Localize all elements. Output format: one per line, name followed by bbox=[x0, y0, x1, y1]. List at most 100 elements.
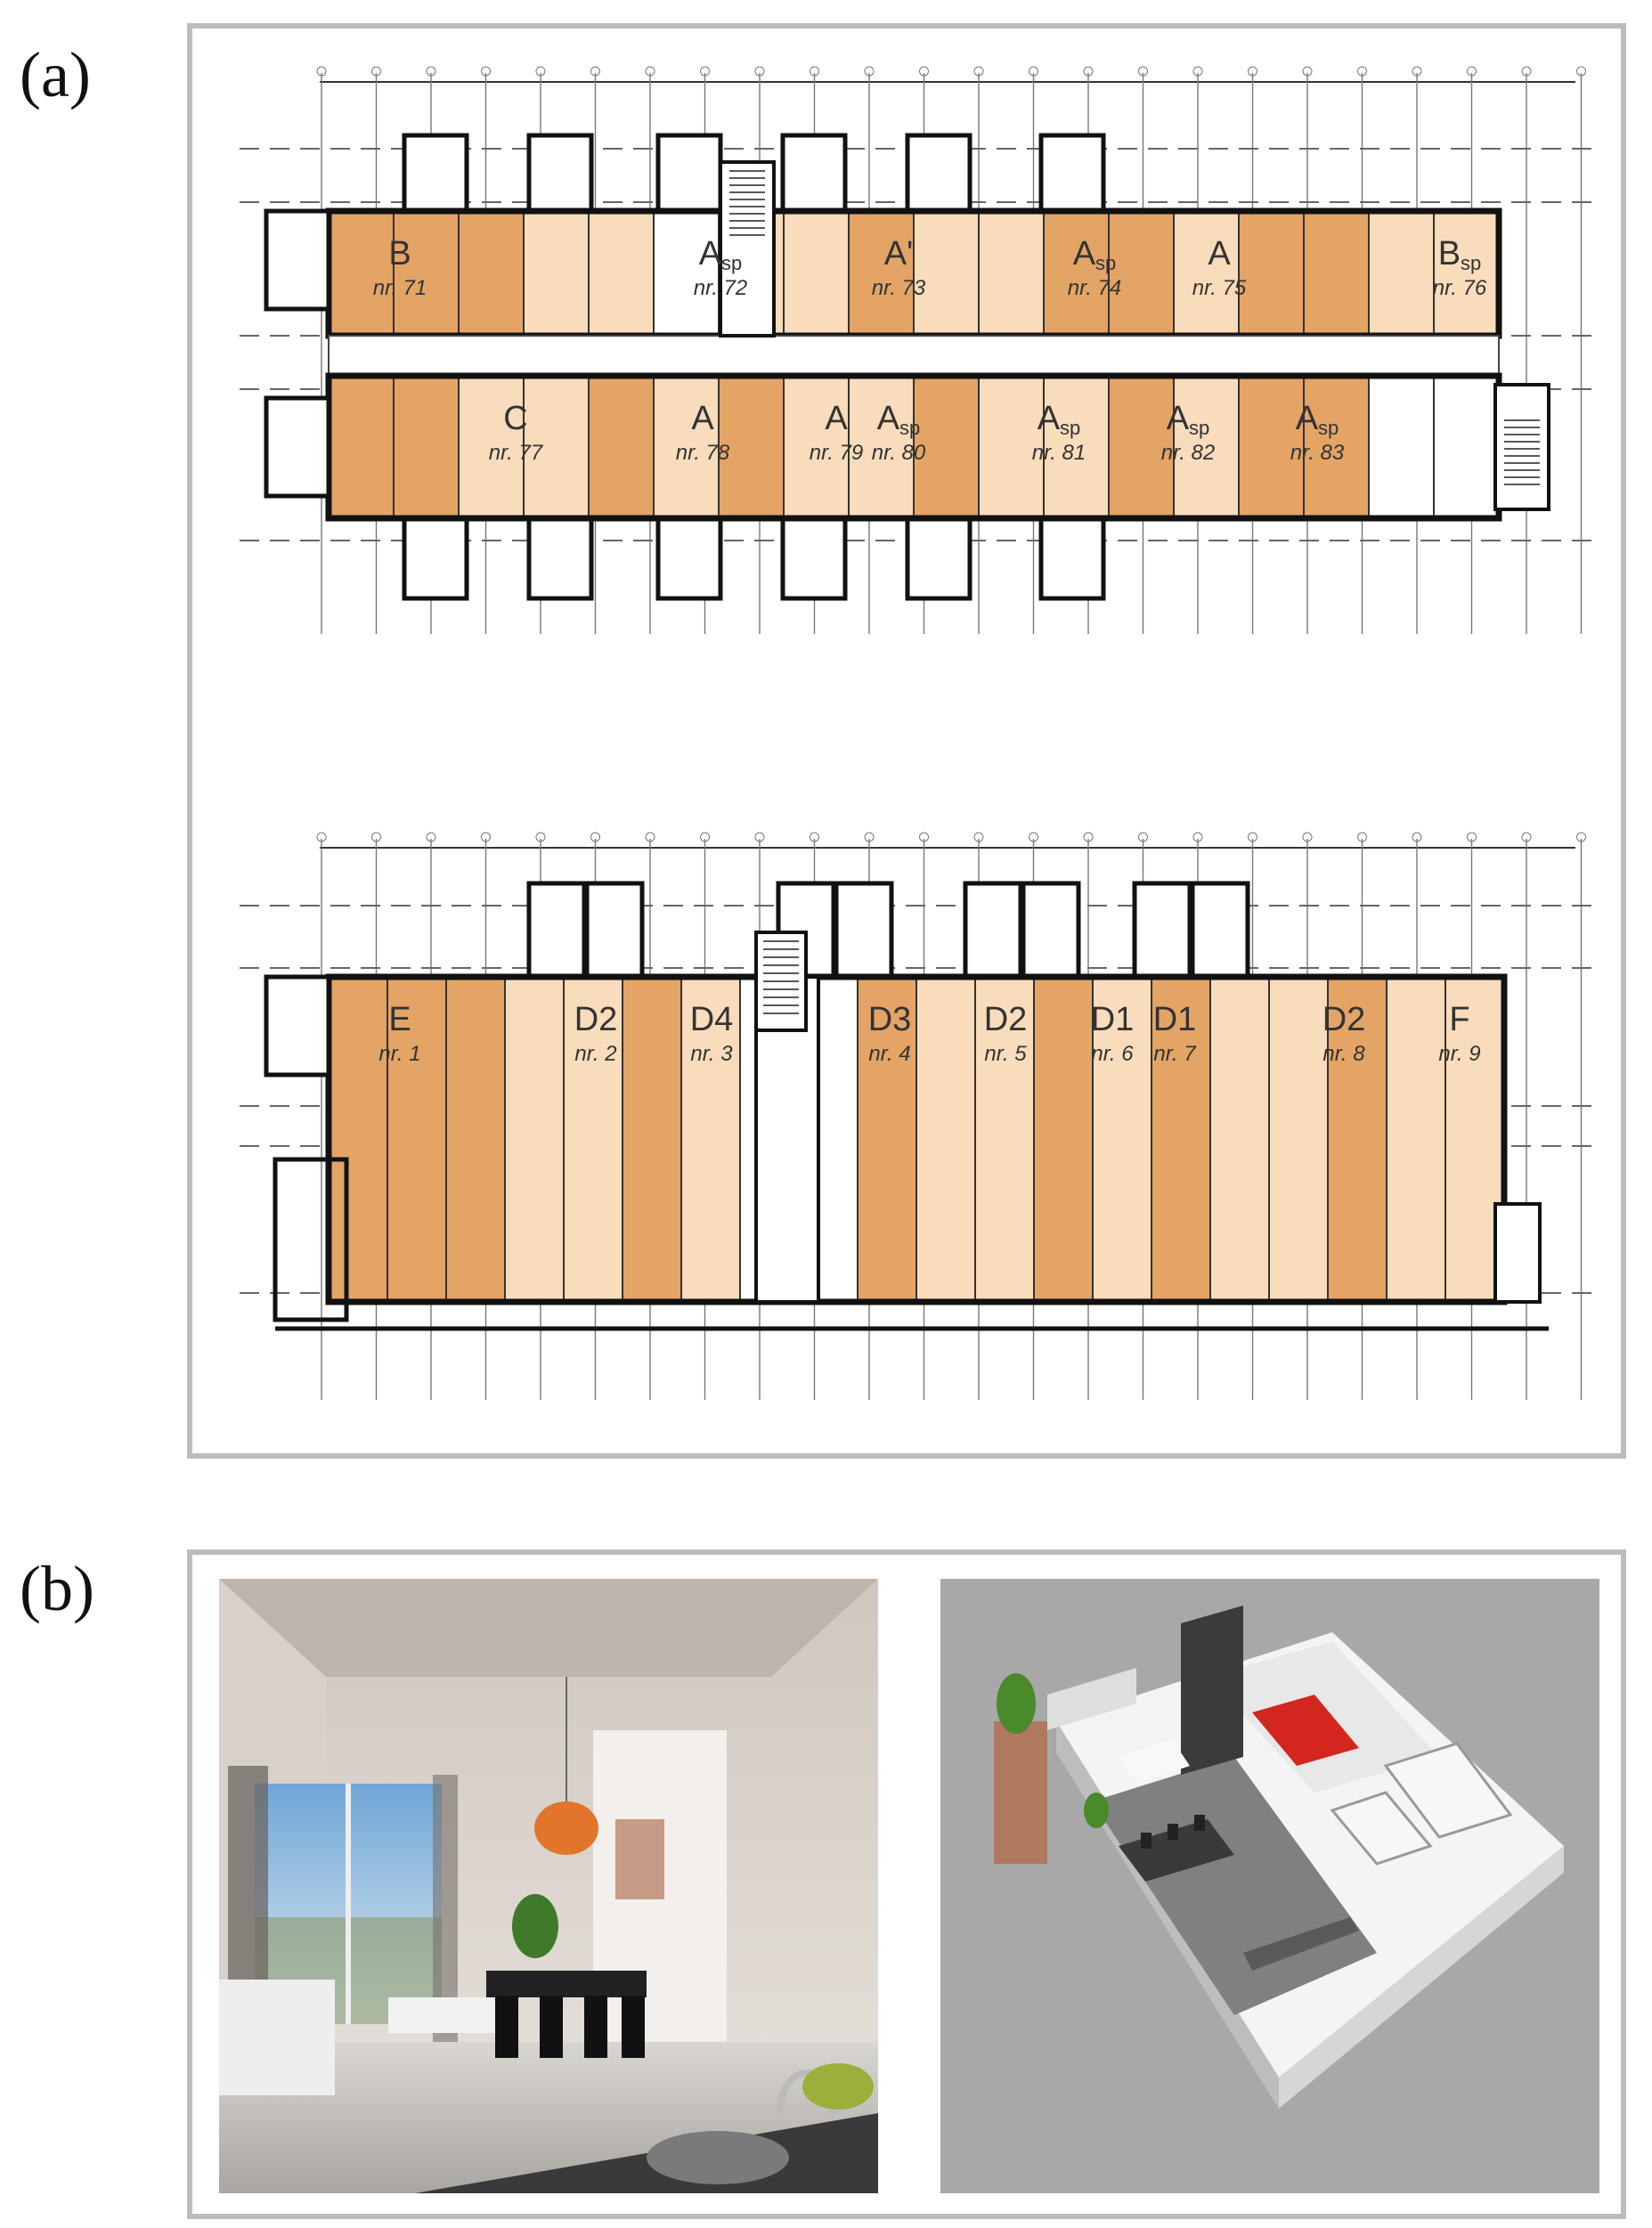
grid-axis-marker bbox=[1521, 66, 1532, 77]
grid-axis-marker bbox=[535, 66, 546, 77]
apartment-room bbox=[328, 375, 395, 519]
apartment-room bbox=[504, 976, 565, 1303]
unit-type-label: D4 bbox=[690, 1001, 734, 1038]
entrance-block bbox=[264, 208, 331, 312]
apartment-room bbox=[588, 210, 655, 337]
grid-axis-marker bbox=[1083, 832, 1094, 842]
grid-axis-marker bbox=[1467, 832, 1477, 842]
balcony bbox=[780, 516, 848, 601]
apartment-room bbox=[588, 375, 655, 519]
grid-axis-marker bbox=[919, 66, 929, 77]
apartment-room bbox=[523, 210, 590, 337]
balcony bbox=[526, 133, 594, 218]
apartment-room bbox=[978, 210, 1045, 337]
grid-axis-marker bbox=[1083, 66, 1094, 77]
isometric-apartment-render-image bbox=[940, 1579, 1599, 2193]
grid-axis-marker bbox=[1302, 832, 1313, 842]
apartment-room bbox=[328, 210, 395, 337]
grid-axis-marker bbox=[1138, 66, 1148, 77]
apartment-room bbox=[783, 210, 850, 337]
unit-number-label: nr. 75 bbox=[1192, 276, 1247, 300]
unit-number-label: nr. 80 bbox=[872, 441, 926, 465]
entrance-block bbox=[264, 395, 331, 499]
unit-number-label: nr. 6 bbox=[1091, 1042, 1134, 1066]
grid-axis-marker bbox=[1467, 66, 1477, 77]
unit-type-label: D2 bbox=[984, 1001, 1028, 1038]
unit-type-label: A bbox=[825, 400, 848, 437]
balcony bbox=[402, 516, 469, 601]
unit-type-label: D3 bbox=[868, 1001, 912, 1038]
unit-type-label: Asp bbox=[1038, 400, 1081, 439]
apartment-room bbox=[1303, 210, 1370, 337]
unit-type-subscript: sp bbox=[1189, 417, 1209, 439]
unit-number-label: nr. 5 bbox=[984, 1042, 1027, 1066]
unit-type-label: E bbox=[388, 1001, 411, 1038]
grid-axis-marker bbox=[481, 66, 491, 77]
balcony bbox=[963, 881, 1023, 980]
grid-axis-marker bbox=[645, 832, 655, 842]
apartment-room bbox=[1268, 976, 1329, 1303]
grid-axis-marker bbox=[316, 66, 327, 77]
apartment-room bbox=[680, 976, 741, 1303]
unit-number-label: nr. 77 bbox=[489, 441, 544, 465]
grid-axis-marker bbox=[426, 832, 436, 842]
grid-axis-marker bbox=[481, 832, 491, 842]
unit-type-label: A bbox=[1208, 235, 1231, 272]
apartment-room bbox=[857, 976, 917, 1303]
apartment-room bbox=[387, 976, 447, 1303]
balcony bbox=[905, 516, 972, 601]
grid-axis-marker bbox=[590, 832, 600, 842]
balcony bbox=[526, 516, 594, 601]
panel-label-a: (a) bbox=[20, 39, 91, 110]
grid-axis-marker bbox=[1357, 66, 1367, 77]
unit-type-subscript: sp bbox=[1318, 417, 1339, 439]
grid-axis-marker bbox=[973, 66, 984, 77]
apartment-room bbox=[328, 976, 388, 1303]
apartment-room bbox=[1368, 210, 1435, 337]
grid-axis-marker bbox=[1576, 66, 1586, 77]
grid-axis-marker bbox=[1029, 832, 1038, 842]
apartment-room bbox=[1238, 210, 1305, 337]
unit-number-label: nr. 7 bbox=[1153, 1042, 1197, 1066]
grid-axis-marker bbox=[864, 66, 875, 77]
stair-core bbox=[1493, 383, 1550, 511]
grid-axis-marker bbox=[1248, 832, 1257, 842]
grid-axis-marker bbox=[1412, 832, 1422, 842]
stair-core bbox=[1493, 1202, 1542, 1304]
grid-axis-marker bbox=[700, 832, 710, 842]
grid-axis-marker bbox=[1357, 832, 1367, 842]
unit-type-label: C bbox=[503, 400, 527, 437]
unit-number-label: nr. 78 bbox=[676, 441, 730, 465]
grid-axis-marker bbox=[810, 832, 819, 842]
entrance-block bbox=[273, 1157, 349, 1322]
unit-number-label: nr. 81 bbox=[1032, 441, 1086, 465]
balcony bbox=[655, 516, 723, 601]
apartment-room bbox=[1386, 976, 1446, 1303]
unit-type-label: D1 bbox=[1091, 1001, 1135, 1038]
apartment-room bbox=[653, 210, 720, 337]
grid-axis-marker bbox=[645, 66, 655, 77]
unit-type-label: A bbox=[691, 400, 714, 437]
unit-number-label: nr. 79 bbox=[810, 441, 863, 465]
apartment-room bbox=[458, 375, 525, 519]
entrance-block bbox=[264, 974, 331, 1077]
grid-axis-marker bbox=[1302, 66, 1313, 77]
grid-axis-marker bbox=[864, 832, 875, 842]
grid-axis-marker bbox=[1521, 832, 1532, 842]
balcony bbox=[1132, 881, 1192, 980]
unit-number-label: nr. 1 bbox=[378, 1042, 420, 1066]
apartment-room bbox=[848, 210, 915, 337]
unit-number-label: nr. 4 bbox=[868, 1042, 910, 1066]
unit-type-subscript: sp bbox=[1461, 252, 1481, 274]
balcony bbox=[655, 133, 723, 218]
balcony bbox=[905, 133, 972, 218]
grid-axis-marker bbox=[1192, 66, 1203, 77]
balcony bbox=[1021, 881, 1081, 980]
apartment-room bbox=[393, 375, 460, 519]
grid-axis-marker bbox=[1576, 832, 1586, 842]
apartment-room bbox=[1433, 375, 1500, 519]
panel-label-b: (b) bbox=[20, 1553, 94, 1624]
interior-render-image bbox=[219, 1579, 878, 2193]
